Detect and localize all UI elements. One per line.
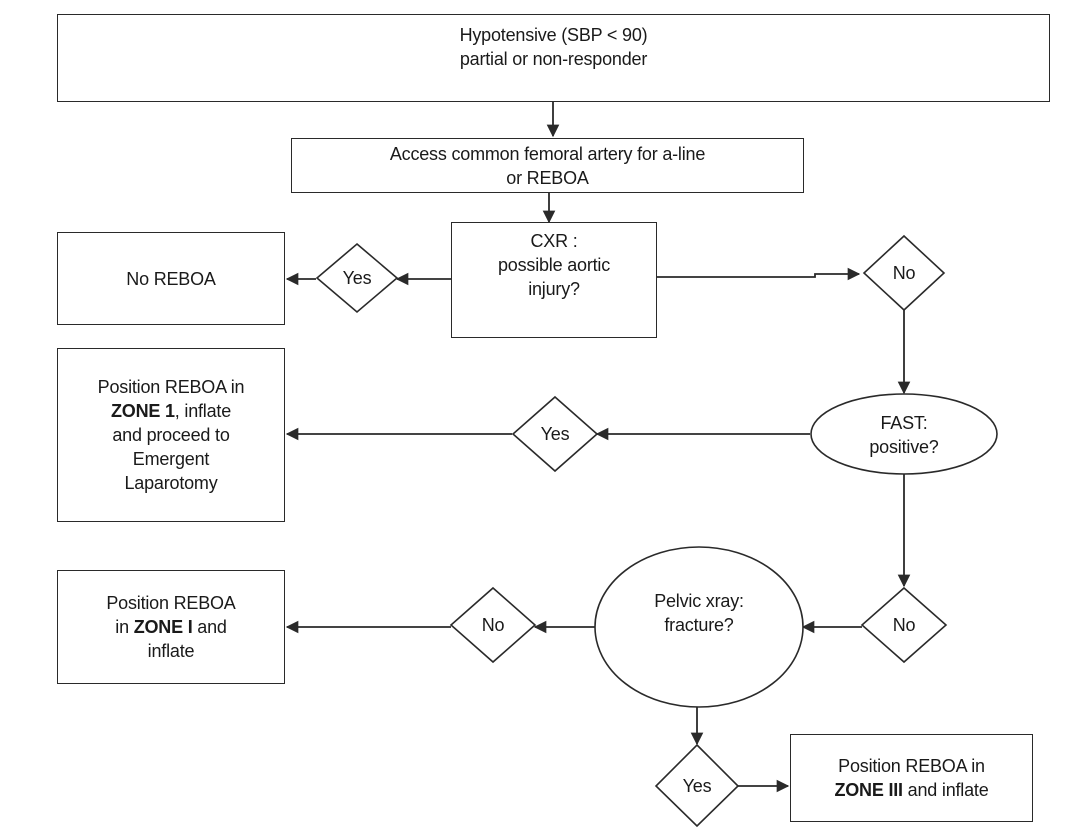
no-reboa-box: No REBOA <box>57 232 285 325</box>
access-box: Access common femoral artery for a-line … <box>291 138 804 193</box>
fast-label: FAST: positive? <box>811 410 997 460</box>
zone1-lap-line3: and proceed to <box>112 425 230 445</box>
pelvic-yes-label: Yes <box>682 776 712 796</box>
cxr-line3: injury? <box>528 279 580 299</box>
fast-no-label: No <box>892 615 916 635</box>
zone1-inflate-post: and <box>192 617 227 637</box>
zone1-lap-line4: Emergent <box>132 449 210 469</box>
zone3-post: and inflate <box>902 780 989 800</box>
pelvic-no-label: No <box>481 615 505 635</box>
zone1-inflate-line2: in ZONE I and <box>115 615 227 639</box>
zone3-line1: Position REBOA in <box>838 756 985 776</box>
no-reboa-text: No REBOA <box>126 268 216 289</box>
zone1-lap-zone: ZONE 1 <box>110 401 175 421</box>
cxr-yes-label: Yes <box>342 268 372 288</box>
zone1-lap-line1: Position REBOA in <box>97 377 245 397</box>
zone1-inflate-pre: in <box>115 617 134 637</box>
arrow-cxr-to-no <box>656 267 861 281</box>
zone1-inflate-zone: ZONE I <box>133 617 193 637</box>
zone1-lap-inflate: , inflate <box>174 401 232 421</box>
access-line2: or REBOA <box>506 167 589 188</box>
cxr-no-label: No <box>892 263 916 283</box>
fast-ellipse <box>810 393 998 475</box>
zone1-inflate-box: Position REBOA in ZONE I and inflate <box>57 570 285 684</box>
zone3-line2: ZONE III and inflate <box>834 778 988 802</box>
zone3-box: Position REBOA in ZONE III and inflate <box>790 734 1033 822</box>
zone1-lap-line2: ZONE 1, inflate <box>111 399 231 423</box>
decision-diamond-cxr-yes <box>315 242 399 314</box>
cxr-box: CXR : possible aortic injury? <box>451 222 657 338</box>
pelvic-line1: Pelvic xray: <box>654 591 744 611</box>
start-line1: Hypotensive (SBP < 90) <box>459 25 648 45</box>
fast-line2: positive? <box>869 437 939 457</box>
pelvic-line2: fracture? <box>664 615 734 635</box>
decision-diamond-fast-no <box>860 586 948 664</box>
start-box: Hypotensive (SBP < 90) partial or non-re… <box>57 14 1050 102</box>
decision-diamond-cxr-no <box>862 234 946 312</box>
zone3-zone: ZONE III <box>834 780 903 800</box>
cxr-line2: possible aortic <box>497 255 611 275</box>
zone1-inflate-line3: inflate <box>147 641 195 661</box>
zone1-laparotomy-box: Position REBOA in ZONE 1, inflate and pr… <box>57 348 285 522</box>
cxr-line1: CXR : <box>530 231 578 251</box>
fast-yes-label: Yes <box>540 424 570 444</box>
fast-line1: FAST: <box>880 413 928 433</box>
zone1-lap-line5: Laparotomy <box>124 473 218 493</box>
zone1-inflate-line1: Position REBOA <box>106 593 236 613</box>
access-line1: Access common femoral artery for a-line <box>389 143 706 164</box>
pelvic-label: Pelvic xray: fracture? <box>615 588 783 638</box>
decision-diamond-pelvic-no <box>449 586 537 664</box>
pelvic-ellipse <box>594 546 804 708</box>
start-line2: partial or non-responder <box>459 49 648 69</box>
decision-diamond-pelvic-yes <box>654 743 740 828</box>
decision-diamond-fast-yes <box>511 395 599 473</box>
